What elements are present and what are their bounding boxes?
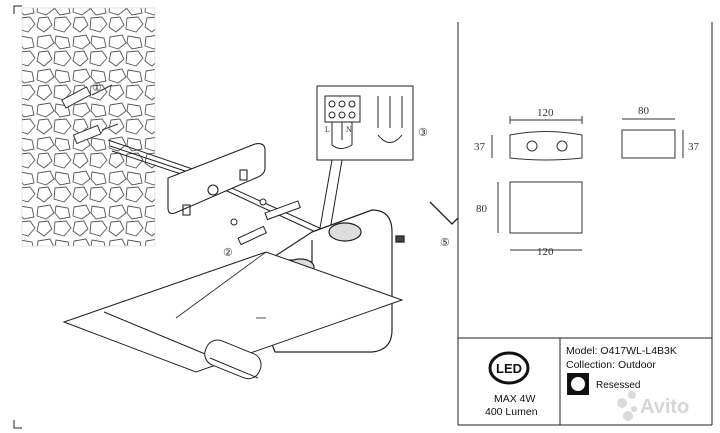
callout-3: ③ (418, 127, 428, 139)
terminal-label-l: L (325, 125, 330, 134)
resessed-icon (567, 373, 589, 395)
collection-name: Collection: Outdoor (566, 359, 656, 371)
led-badge-text: LED (496, 361, 522, 376)
dim-side-width: 80 (638, 105, 650, 117)
dim-front-width: 120 (537, 246, 554, 258)
front-view (497, 181, 583, 251)
callout-2: ② (223, 247, 233, 259)
dim-top-width: 120 (537, 107, 554, 119)
power-rating: MAX 4W (494, 393, 536, 405)
terminal-label-n: N (346, 125, 352, 134)
stone-wall (21, 7, 156, 247)
top-view (491, 116, 583, 161)
model-number: Model: O417WL-L4B3K (566, 345, 677, 357)
frame (13, 5, 713, 429)
dim-front-height: 80 (476, 203, 488, 215)
callout-1: ① (92, 82, 102, 94)
screwdriver-panel (62, 251, 404, 380)
dim-top-height: 37 (474, 141, 486, 153)
side-view (621, 118, 684, 159)
led-icon: LED (488, 351, 530, 385)
dim-side-height: 37 (688, 141, 700, 153)
callout-5: ⑤ (440, 237, 450, 249)
led-badge: LED (488, 350, 530, 386)
avito-watermark (617, 391, 637, 421)
allen-key (395, 201, 459, 243)
mount-type: Resessed (596, 380, 641, 391)
leader-lines (175, 251, 267, 319)
avito-watermark-text: Avito (640, 396, 690, 418)
mounting-plate (167, 143, 266, 216)
wiring-detail (316, 85, 414, 231)
screws (230, 198, 301, 246)
wall-anchors (61, 84, 119, 145)
lumen-rating: 400 Lumen (485, 406, 538, 418)
